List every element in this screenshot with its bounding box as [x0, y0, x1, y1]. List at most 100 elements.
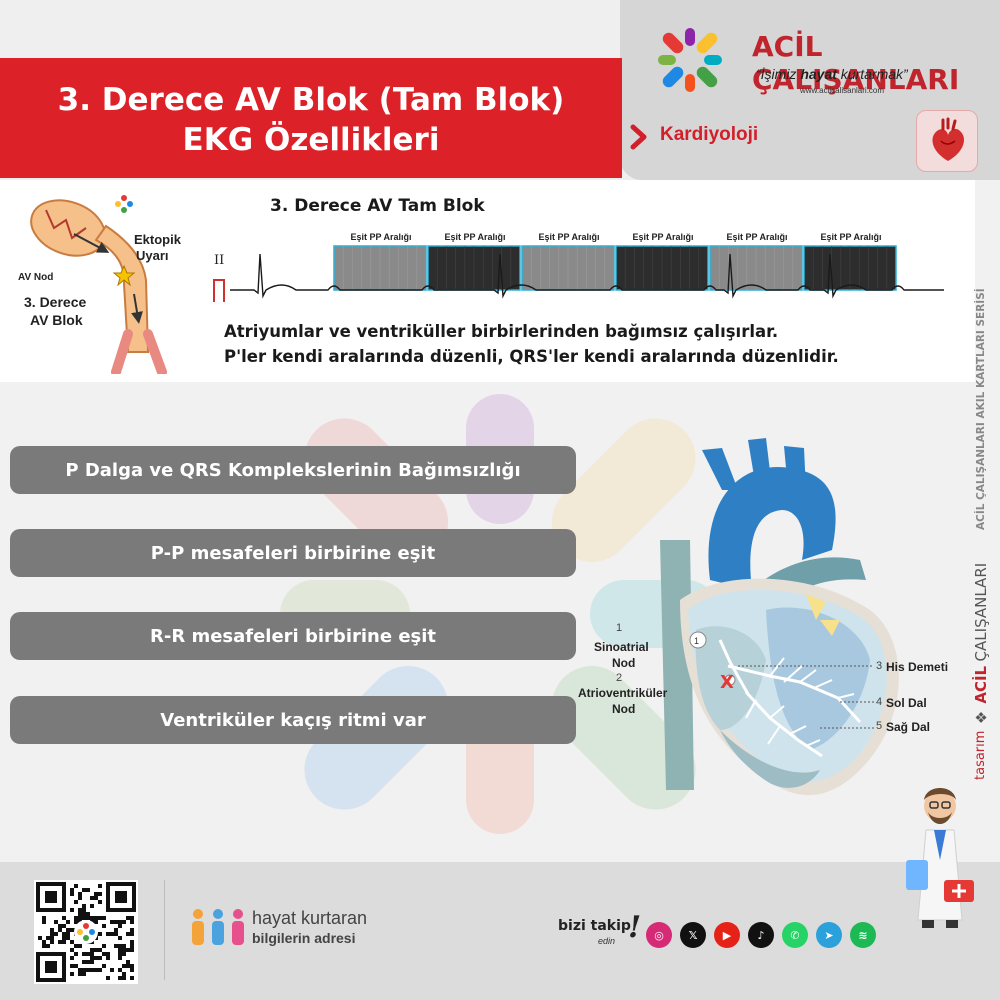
follow-exclamation: ! — [628, 910, 642, 945]
qr-module — [90, 904, 94, 908]
qr-module — [90, 956, 94, 960]
qr-module — [78, 972, 82, 976]
block-marker: X — [720, 672, 734, 693]
qr-module — [58, 928, 62, 932]
qr-module — [70, 928, 74, 932]
qr-module — [62, 924, 66, 928]
qr-module — [42, 920, 46, 924]
qr-module — [86, 912, 90, 916]
page-subtitle: EKG Özellikleri — [182, 122, 440, 158]
qr-module — [130, 928, 134, 932]
qr-module — [50, 928, 54, 932]
qr-module — [94, 956, 98, 960]
qr-module — [126, 960, 130, 964]
av-block-diagram — [30, 195, 167, 374]
whatsapp-icon[interactable]: ✆ — [782, 922, 808, 948]
qr-module — [94, 916, 98, 920]
av-node-label-2: Nod — [612, 702, 636, 716]
qr-module — [82, 960, 86, 964]
qr-module — [42, 944, 46, 948]
qr-module — [66, 928, 70, 932]
ekg-description: Atriyumlar ve ventriküller birbirlerinde… — [224, 322, 779, 341]
qr-module — [90, 896, 94, 900]
qr-module — [82, 904, 86, 908]
block-degree-label-2: AV Blok — [30, 312, 83, 328]
qr-module — [122, 944, 126, 948]
qr-module — [74, 964, 78, 968]
qr-module — [118, 936, 122, 940]
qr-module — [114, 920, 118, 924]
qr-module — [82, 968, 86, 972]
qr-module — [66, 932, 70, 936]
qr-module — [110, 932, 114, 936]
ectopic-label-2: Uyarı — [136, 248, 169, 263]
spotify-icon[interactable]: ≋ — [850, 922, 876, 948]
qr-module — [90, 960, 94, 964]
follow-label: bizi takip — [558, 918, 631, 934]
qr-module — [118, 924, 122, 928]
tiktok-icon[interactable]: ♪ — [748, 922, 774, 948]
qr-module — [78, 968, 82, 972]
pp-interval-label: Eşit PP Aralığı — [820, 232, 881, 242]
qr-module — [130, 916, 134, 920]
qr-module — [50, 936, 54, 940]
qr-module — [66, 920, 70, 924]
youtube-icon[interactable]: ▶ — [714, 922, 740, 948]
follow-sub-label: edin — [598, 936, 616, 946]
qr-module — [62, 936, 66, 940]
qr-module — [78, 944, 82, 948]
qr-module — [90, 916, 94, 920]
pp-interval-label: Eşit PP Aralığı — [350, 232, 411, 242]
qr-module — [62, 916, 66, 920]
qr-module — [106, 956, 110, 960]
av-node-label: AV Nod — [18, 272, 54, 283]
qr-module — [70, 940, 74, 944]
qr-module — [102, 916, 106, 920]
brand-logo-icon — [658, 28, 722, 92]
category-label[interactable]: Kardiyoloji — [660, 124, 759, 145]
qr-module — [82, 908, 86, 912]
ekg-strip: Eşit PP Aralığı Eşit PP Aralığı Eşit PP Ar… — [213, 232, 944, 302]
pp-interval-label: Eşit PP Aralığı — [632, 232, 693, 242]
sa-node-label-2: Nod — [612, 656, 636, 670]
qr-module — [90, 952, 94, 956]
calibration-pulse — [213, 279, 225, 302]
qr-module — [82, 888, 86, 892]
qr-module — [70, 972, 74, 976]
qr-module — [102, 944, 106, 948]
qr-module — [118, 976, 122, 980]
brand-slogan: “İşimiz hayat kurtarmak” — [756, 66, 908, 82]
qr-module — [110, 968, 114, 972]
qr-module — [130, 976, 134, 980]
qr-module — [106, 932, 110, 936]
qr-module — [98, 932, 102, 936]
qr-module — [130, 948, 134, 952]
tagline: hayat kurtaran — [252, 908, 368, 928]
telegram-icon[interactable]: ➤ — [816, 922, 842, 948]
feature-pill: P-P mesafeleri birbirine eşit — [10, 529, 576, 577]
left-bundle-label: Sol Dal — [886, 696, 927, 710]
qr-module — [46, 936, 50, 940]
qr-module — [94, 920, 98, 924]
qr-module — [54, 932, 58, 936]
heart-conduction-diagram: 1 X — [660, 438, 899, 796]
qr-module — [98, 968, 102, 972]
x-icon[interactable]: 𝕏 — [680, 922, 706, 948]
qr-module — [42, 916, 46, 920]
brand-url[interactable]: www.acilcalisanlari.com — [800, 86, 885, 95]
his-bundle-label: His Demeti — [886, 660, 949, 674]
pp-interval-label: Eşit PP Aralığı — [726, 232, 787, 242]
qr-module — [58, 924, 62, 928]
pp-interval-label: Eşit PP Aralığı — [444, 232, 505, 242]
qr-code[interactable] — [34, 880, 138, 984]
qr-module — [102, 952, 106, 956]
qr-module — [86, 952, 90, 956]
qr-module — [106, 952, 110, 956]
feature-pill: P Dalga ve QRS Komplekslerinin Bağımsızl… — [10, 446, 576, 494]
qr-module — [118, 968, 122, 972]
instagram-icon[interactable]: ◎ — [646, 922, 672, 948]
doctor-illustration-icon — [906, 788, 974, 928]
qr-module — [114, 944, 118, 948]
qr-module — [86, 888, 90, 892]
left-bundle-number: 4 — [876, 696, 883, 708]
